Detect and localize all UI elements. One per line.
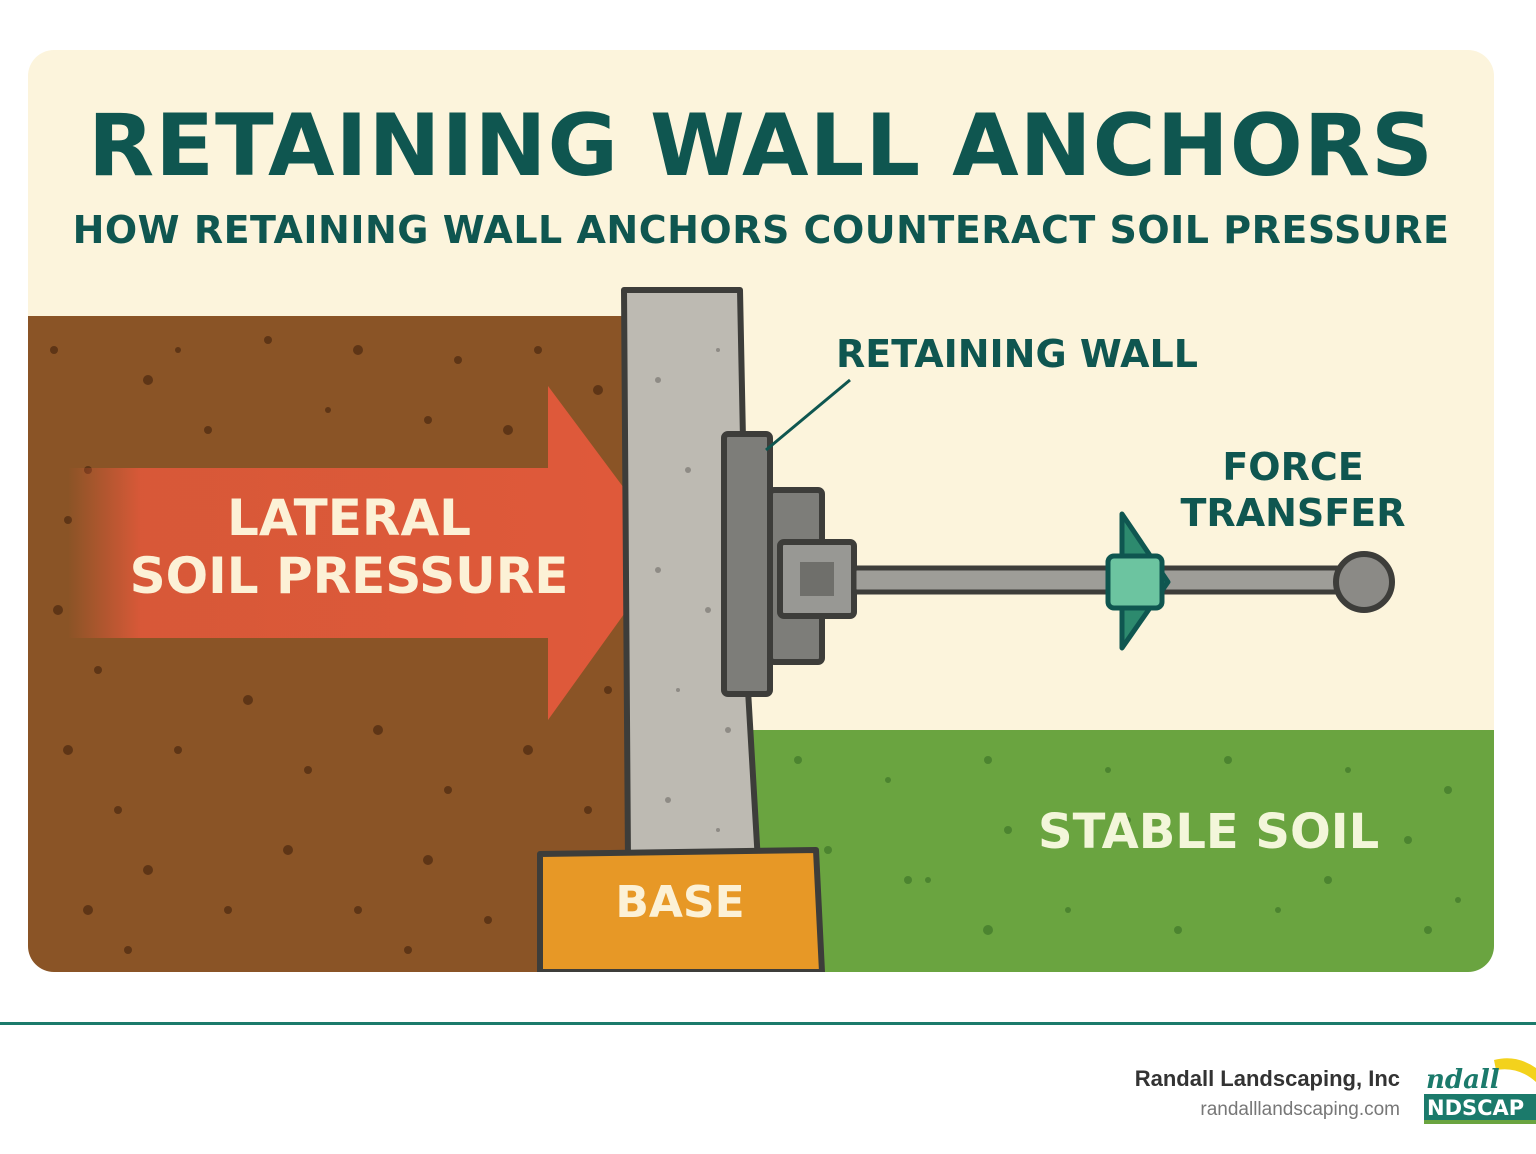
anchor-end-cap — [1333, 551, 1395, 613]
retaining-wall-leader-line — [765, 378, 851, 452]
footer-divider — [0, 1022, 1536, 1025]
stable-soil-label: STABLE SOIL — [1038, 804, 1380, 860]
lateral-pressure-line2: SOIL PRESSURE — [129, 546, 569, 605]
wall-speckles — [655, 348, 731, 832]
anchor-nut-center — [800, 562, 834, 596]
diagram-illustration — [28, 287, 1494, 972]
company-name: Randall Landscaping, Inc — [1134, 1066, 1400, 1091]
page-subtitle: HOW RETAINING WALL ANCHORS COUNTERACT SO… — [72, 208, 1450, 252]
force-transfer-label: FORCE TRANSFER — [1178, 445, 1408, 536]
lateral-pressure-line1: LATERAL — [227, 489, 471, 547]
page-title: RETAINING WALL ANCHORS — [88, 96, 1434, 196]
base-label: BASE — [615, 877, 745, 928]
retaining-wall-label: RETAINING WALL — [836, 332, 1198, 376]
lateral-pressure-arrow — [68, 386, 670, 720]
base-footing — [537, 847, 825, 972]
diagram-card: RETAINING WALL ANCHORS HOW RETAINING WAL… — [28, 50, 1494, 972]
force-transfer-line1: FORCE — [1222, 445, 1364, 489]
lateral-soil-pressure-label: LATERAL SOIL PRESSURE — [114, 489, 584, 605]
left-soil-speckles — [50, 336, 612, 954]
company-website: randalllandscaping.com — [1200, 1099, 1400, 1120]
anchor-plate-outer — [721, 431, 773, 697]
force-transfer-collar — [1105, 553, 1165, 611]
logo-text-top: ndall — [1426, 1065, 1500, 1095]
company-logo: ndall NDSCAP — [1424, 1058, 1536, 1124]
force-transfer-line2: TRANSFER — [1180, 490, 1406, 535]
stable-soil — [748, 730, 1494, 972]
logo-text-bottom: NDSCAP — [1427, 1096, 1524, 1120]
left-soil — [28, 316, 638, 972]
